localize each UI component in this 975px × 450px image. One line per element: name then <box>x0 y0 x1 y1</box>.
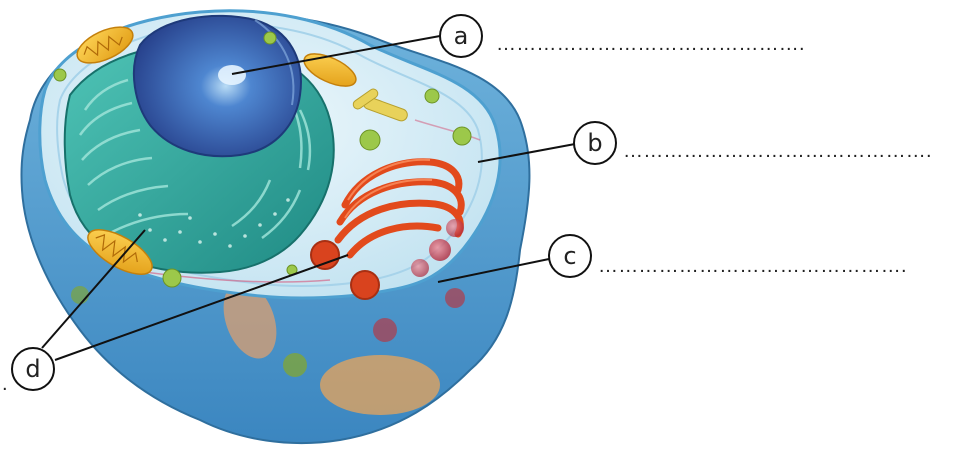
label-d-letter: d <box>25 355 40 383</box>
label-b-letter: b <box>587 129 602 157</box>
answer-line-a: ………………………………………. <box>496 33 805 55</box>
label-d: d . <box>2 348 54 395</box>
label-b: b ………………………………………. <box>574 122 932 164</box>
vesicle <box>283 353 307 377</box>
label-a: a ………………………………………. <box>440 15 805 57</box>
mitochondrion-lower <box>320 355 440 415</box>
answer-line-b: ………………………………………. <box>623 140 932 162</box>
lysosome <box>373 318 397 342</box>
label-c-letter: c <box>563 242 576 270</box>
nucleolus <box>218 65 246 85</box>
answer-line-d: . <box>2 373 8 395</box>
label-a-letter: a <box>454 22 469 50</box>
label-c: c ………………………………………. <box>549 235 907 277</box>
answer-line-c: ………………………………………. <box>598 255 907 277</box>
